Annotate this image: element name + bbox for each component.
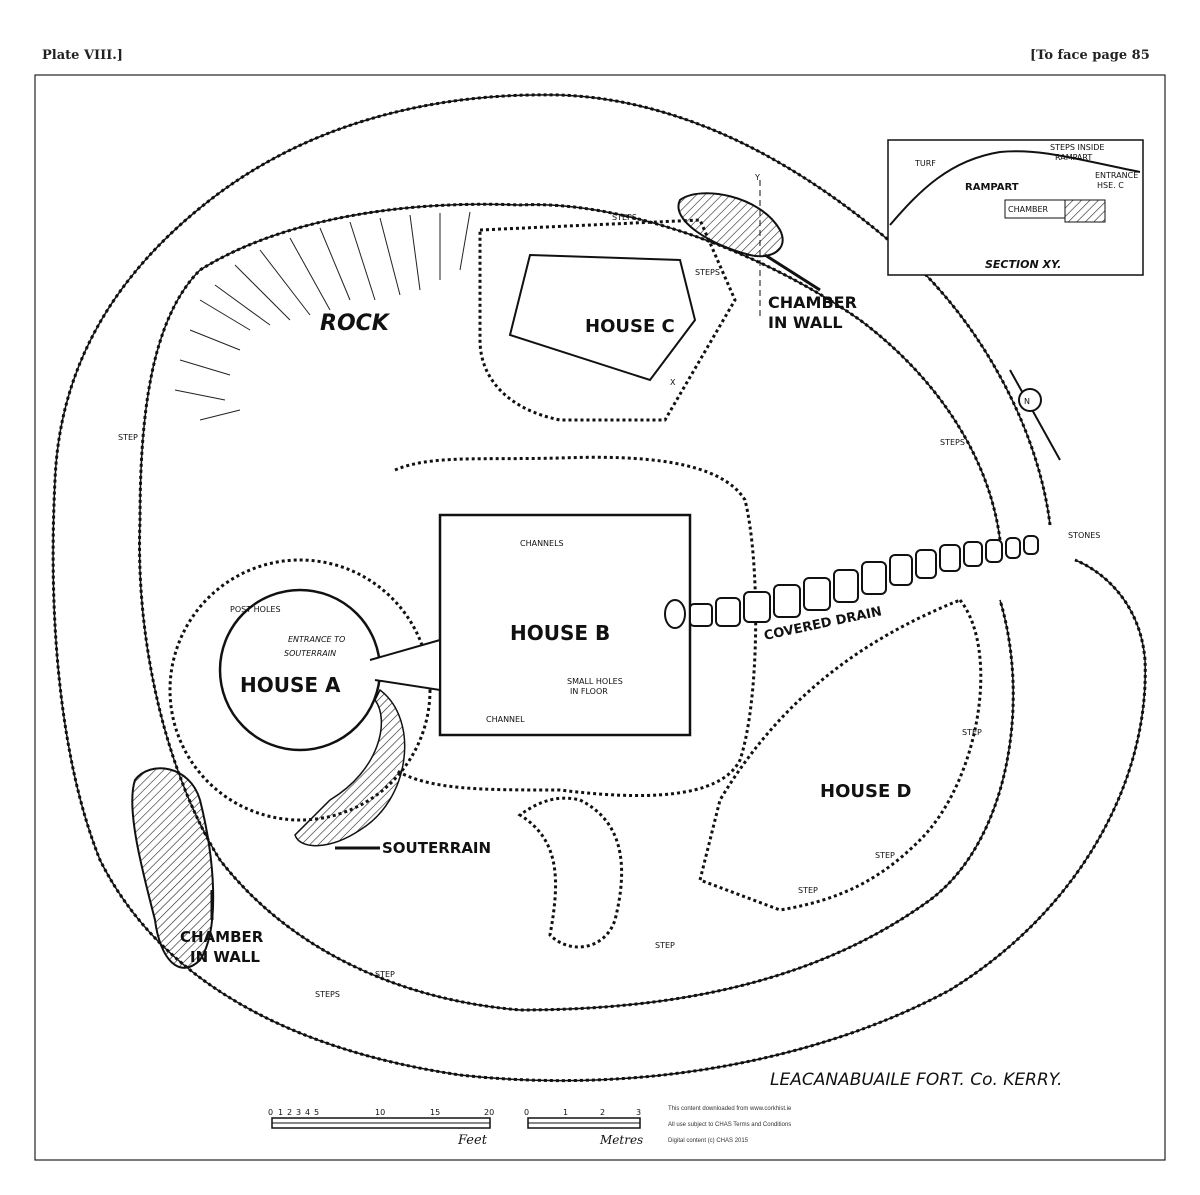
section-steps-label-1: STEPS INSIDE <box>1050 143 1104 152</box>
step-label: STEP <box>375 970 395 979</box>
curved-wall <box>517 796 624 949</box>
feet-label: Feet <box>457 1133 488 1148</box>
section-rampart-label: RAMPART <box>965 182 1019 193</box>
feet-tick: 5 <box>314 1108 319 1117</box>
rock-outcrop <box>174 211 471 421</box>
metre-tick: 1 <box>563 1108 568 1117</box>
steps-label: STEPS <box>612 213 637 222</box>
plan-title: LEACANABUAILE FORT. Co. KERRY. <box>770 1070 1062 1090</box>
chamber-in-wall-southwest <box>131 767 215 969</box>
entrance-souterrain-label-2: SOUTERRAIN <box>284 649 336 658</box>
house-c-label: HOUSE C <box>585 316 675 337</box>
post-holes-label: POST HOLES <box>230 605 281 614</box>
step-label: STEP <box>875 851 895 860</box>
metre-tick: 0 <box>524 1108 529 1117</box>
section-entrance-label-2: HSE. C <box>1097 181 1124 190</box>
rock-label: ROCK <box>320 311 391 336</box>
step-label: STEP <box>798 886 818 895</box>
north-arrow: N <box>1009 369 1061 461</box>
channel-label: CHANNEL <box>486 715 525 724</box>
covered-drain <box>664 535 1039 629</box>
feet-tick: 2 <box>287 1108 292 1117</box>
page-frame <box>34 74 1166 1161</box>
section-xy-inset: TURF STEPS INSIDE RAMPART RAMPART CHAMBE… <box>887 139 1144 276</box>
watermark-copyright: Digital content (c) CHAS 2015 <box>668 1138 749 1144</box>
feet-tick: 0 <box>268 1108 273 1117</box>
channels-label: CHANNELS <box>520 539 564 548</box>
chamber-label-sw-2: IN WALL <box>190 948 260 966</box>
house-a: HOUSE A POST HOLES ENTRANCE TO SOUTERRAI… <box>168 558 441 847</box>
step-label: STEP <box>118 433 138 442</box>
souterrain-label: SOUTERRAIN <box>382 839 491 857</box>
chamber-arrow-north <box>764 253 821 292</box>
stones-label: STONES <box>1068 531 1100 540</box>
page-reference: [To face page 85 <box>1030 48 1150 63</box>
house-b-label: HOUSE B <box>510 621 610 645</box>
metre-tick: 3 <box>636 1108 641 1117</box>
step-label: STEP <box>655 941 675 950</box>
small-holes-label: SMALL HOLES <box>567 677 623 686</box>
watermark-terms: All use subject to CHAS Terms and Condit… <box>668 1122 792 1128</box>
scale-bar-feet: 0 1 2 3 4 5 10 15 20 Feet <box>268 1108 494 1148</box>
feet-tick: 1 <box>278 1108 283 1117</box>
watermark-download: This content downloaded from www.corkhis… <box>668 1106 792 1112</box>
small-holes-label-2: IN FLOOR <box>570 687 608 696</box>
house-a-label: HOUSE A <box>240 673 341 697</box>
north-label: N <box>1024 397 1030 406</box>
steps-label: STEPS <box>940 438 965 447</box>
steps-label: STEPS <box>315 990 340 999</box>
house-d-label: HOUSE D <box>820 781 911 802</box>
souterrain <box>294 688 406 847</box>
feet-tick: 15 <box>430 1108 440 1117</box>
plate-number: Plate VIII.] <box>42 48 123 63</box>
section-entrance-label-1: ENTRANCE <box>1095 171 1138 180</box>
feet-tick: 3 <box>296 1108 301 1117</box>
chamber-label-north-2: IN WALL <box>768 313 843 332</box>
chamber-in-wall-north <box>677 192 784 258</box>
section-turf-label: TURF <box>914 159 936 168</box>
house-d: HOUSE D <box>698 598 983 912</box>
scale-bar-metres: 0 1 2 3 Metres <box>524 1108 643 1147</box>
chamber-label-sw-1: CHAMBER <box>180 928 264 946</box>
feet-tick: 10 <box>375 1108 385 1117</box>
section-x-marker: X <box>670 378 676 387</box>
metre-label: Metres <box>599 1133 643 1147</box>
house-c: HOUSE C <box>478 218 737 422</box>
section-chamber-label: CHAMBER <box>1008 205 1049 214</box>
feet-tick: 4 <box>305 1108 310 1117</box>
entrance-souterrain-label: ENTRANCE TO <box>288 635 345 644</box>
section-steps-label-2: RAMPART <box>1055 153 1092 162</box>
metre-tick: 2 <box>600 1108 605 1117</box>
house-b: HOUSE B CHANNELS CHANNEL SMALL HOLES IN … <box>394 455 758 798</box>
step-label: STEP <box>962 728 982 737</box>
feet-tick: 20 <box>484 1108 494 1117</box>
chamber-label-north-1: CHAMBER <box>768 293 857 312</box>
section-y-marker: Y <box>754 173 760 182</box>
section-title: SECTION XY. <box>985 258 1061 271</box>
steps-label: STEPS <box>695 268 720 277</box>
